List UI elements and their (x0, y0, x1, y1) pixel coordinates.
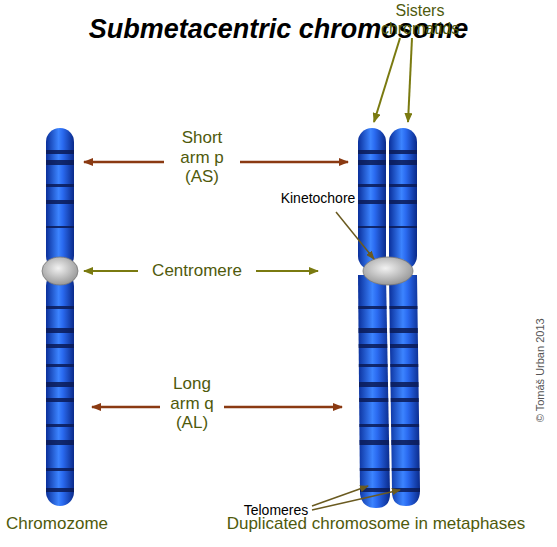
chromosome-bands (44, 150, 420, 492)
leader-arrow (84, 161, 164, 164)
band (356, 150, 420, 154)
copyright-watermark: © Tomáš Urban 2013 (534, 290, 547, 450)
band (44, 328, 76, 333)
band (44, 344, 76, 348)
band (44, 200, 76, 204)
band (44, 440, 76, 445)
band (356, 488, 420, 492)
leader-arrow (92, 406, 160, 409)
band (356, 184, 420, 187)
centromere-label: Centromere (137, 261, 257, 281)
band (356, 200, 420, 204)
band (356, 160, 420, 165)
chromatid-long-arm (358, 275, 390, 508)
band (356, 364, 420, 367)
arm-label: Long arm q (AL) (160, 374, 224, 433)
diagram-title: Submetacentric chromosome (0, 14, 557, 45)
band (356, 398, 420, 402)
band (44, 184, 76, 187)
band (44, 488, 76, 492)
leader-arrow (240, 161, 348, 164)
kinetochore (363, 257, 413, 285)
band (356, 440, 420, 445)
spacer (240, 60, 248, 61)
chromatid-long-arm (389, 275, 420, 506)
band (356, 226, 420, 228)
band (44, 382, 76, 387)
band (356, 306, 420, 309)
band (44, 226, 76, 228)
leader-arrow (312, 490, 400, 510)
band (356, 328, 420, 333)
band (44, 468, 76, 471)
leader-arrow (336, 212, 374, 259)
centromere (42, 257, 78, 285)
kinetochore-label: Kinetochore (263, 190, 373, 206)
band (356, 382, 420, 387)
band (44, 160, 76, 165)
band (356, 424, 420, 427)
band (356, 344, 420, 348)
band (356, 468, 420, 471)
band (44, 150, 76, 154)
leader-arrow (408, 38, 412, 122)
band (44, 398, 76, 402)
band (44, 364, 76, 367)
chromatid-label: Sisters chromatids (365, 2, 475, 39)
leader-arrow (84, 270, 138, 272)
caption-label: Duplicated chromosome in metaphases (206, 514, 546, 534)
short-arm (46, 128, 74, 270)
leader-arrow (256, 270, 318, 272)
leader-arrow (224, 406, 342, 409)
arm-label: Short arm p (AS) (170, 128, 234, 187)
chromatid-short-arm (358, 128, 386, 270)
band (44, 424, 76, 427)
chromatid-short-arm (389, 128, 417, 270)
caption-label: Chromozome (2, 514, 112, 534)
leader-arrow (374, 38, 400, 122)
band (44, 306, 76, 309)
